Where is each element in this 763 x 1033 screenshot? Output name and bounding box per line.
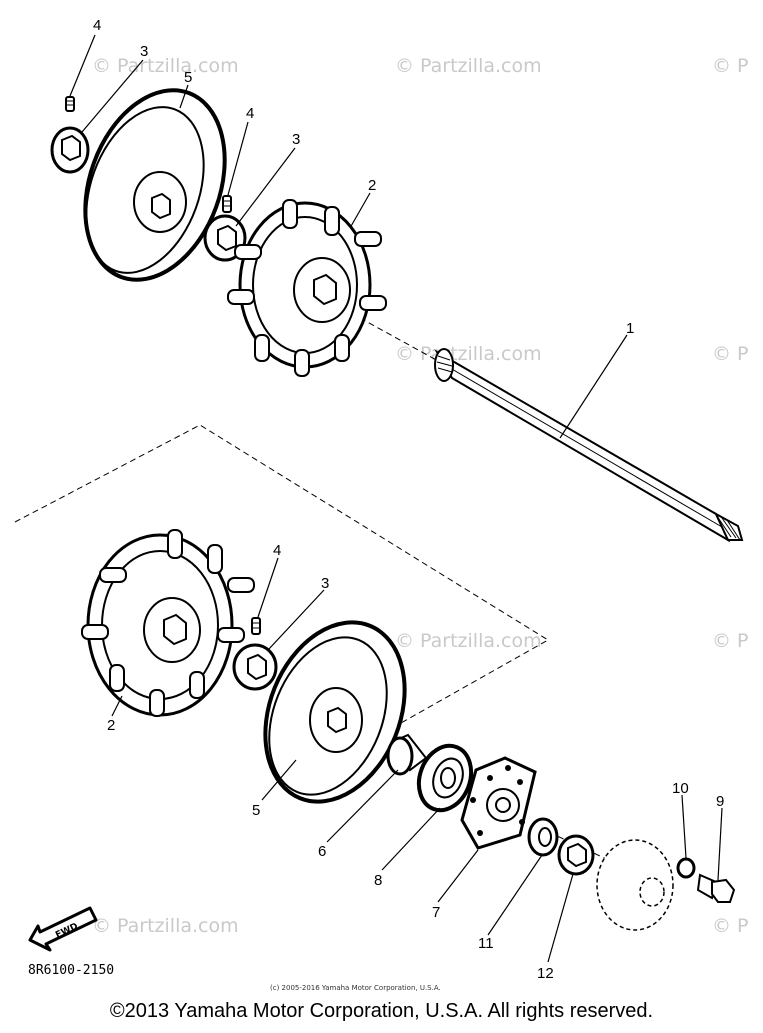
callout-2: 2 [107,717,115,734]
callout-5: 5 [184,69,192,86]
part-6-spacer [386,733,428,776]
part-3-collar-upper-left [50,126,90,174]
callout-labels: 4 3 5 4 3 2 1 4 3 2 5 6 8 7 11 12 10 9 [93,17,724,982]
callout-6: 6 [318,843,326,860]
part-2-sprocket-lower [81,529,255,717]
part-2-sprocket-upper [227,199,387,377]
callout-10: 10 [672,780,689,797]
part-7-flange-plate [460,756,537,850]
part-11-washer [527,817,559,857]
part-10-lock-washer [676,857,696,879]
watermark-text: © P [712,630,749,652]
part-4-pin-upper-middle [222,195,232,213]
part-12-nut [557,834,595,876]
callout-2: 2 [368,177,376,194]
watermark-text: © Partzilla.com [395,630,542,652]
watermark-text: © P [712,55,749,77]
callout-9: 9 [716,793,724,810]
watermark-text: © Partzilla.com [92,915,239,937]
reference-hub [596,839,674,931]
callout-3: 3 [292,131,300,148]
leader-lines [69,34,723,963]
part-1-shaft [434,348,744,543]
callout-3: 3 [321,575,329,592]
callout-1: 1 [626,320,634,337]
callout-8: 8 [374,872,382,889]
callout-4: 4 [246,105,254,122]
callout-7: 7 [432,904,440,921]
part-5-wheel-upper [83,88,227,282]
callout-11: 11 [478,935,494,952]
part-5-wheel-lower [263,620,407,804]
part-3-collar-lower [232,643,278,691]
part-8-bearing [416,743,474,813]
part-4-pin-lower [251,617,261,635]
watermark-text: © Partzilla.com [92,55,239,77]
callout-5: 5 [252,802,260,819]
callout-4: 4 [93,17,101,34]
copyright-footer: ©2013 Yamaha Motor Corporation, U.S.A. A… [109,1000,654,1022]
callout-3: 3 [140,43,148,60]
watermark-text: © Partzilla.com [395,343,542,365]
callout-4: 4 [273,542,281,559]
drawing-code: 8R6100-2150 [28,963,114,978]
watermark-text: © Partzilla.com [395,55,542,77]
forward-direction-arrow: FWD [28,906,98,952]
callout-12: 12 [537,965,554,982]
watermark-group: © Partzilla.com © Partzilla.com © P © Pa… [92,55,749,937]
part-4-pin-upper-left [65,96,75,112]
part-9-bolt [696,873,736,903]
watermark-text: © P [712,915,749,937]
exploded-parts-diagram: © Partzilla.com © Partzilla.com © P © Pa… [14,17,749,992]
watermark-text: © P [712,343,749,365]
small-copyright: (c) 2005-2016 Yamaha Motor Corporation, … [270,984,441,992]
